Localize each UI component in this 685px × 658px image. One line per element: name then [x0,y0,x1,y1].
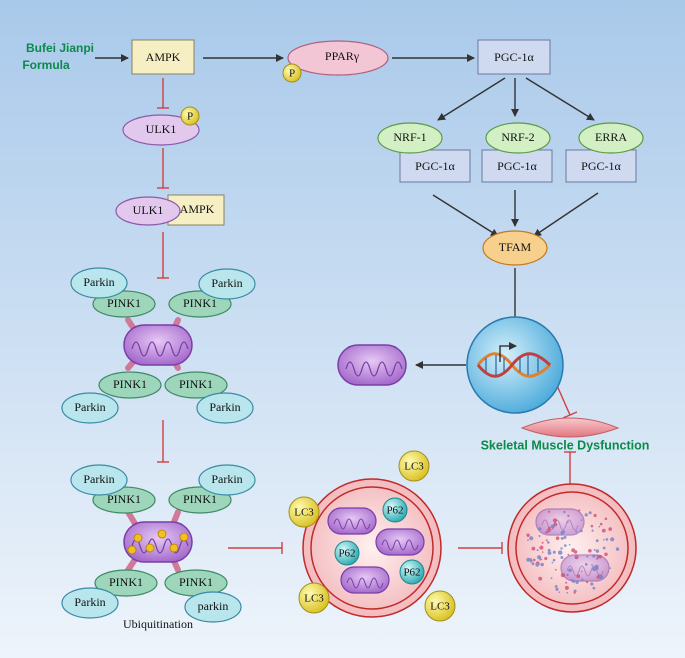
p62-label: P62 [338,548,355,560]
tfam-label: TFAM [499,240,532,254]
skeletal-muscle-label: Skeletal Muscle Dysfunction [481,438,650,452]
pink1-parkin-mito-lower: PINK1 PINK1 PINK1 PINK1 Parkin Parkin Pa… [61,464,256,631]
parkin-label: Parkin [209,400,240,414]
ubiquitination-label: Ubiquitination [123,617,193,631]
p62-label: P62 [386,505,403,517]
parkin-lower-label: parkin [198,599,229,613]
ubiquitin-dots [127,529,189,555]
pink1-label: PINK1 [107,296,141,310]
nrf2-label: NRF-2 [501,130,534,144]
ulk1-label: ULK1 [146,122,177,136]
p62-label: P62 [403,567,420,579]
nrf2-pgc-label: PGC-1α [497,159,537,173]
ampk-box: AMPK [131,39,195,75]
pgc-top-label: PGC-1α [494,50,534,64]
formula-label-line1: Bufei Jianpi [26,41,94,55]
pink1-label: PINK1 [179,377,213,391]
pgc-box-top: PGC-1α [477,39,551,75]
autophagosome: P62 P62 P62 [302,478,442,618]
skeletal-muscle: Skeletal Muscle Dysfunction [481,417,650,452]
phosphate-ulk1-label: P [187,111,193,123]
pink1-label: PINK1 [109,575,143,589]
pink1-label: PINK1 [183,296,217,310]
arrow-nrf1-tfam [432,194,499,237]
parkin-label: Parkin [83,275,114,289]
erra-label: ERRA [595,130,627,144]
phosphate-ppar-label: P [289,68,295,80]
tfam-node: TFAM [482,230,548,266]
complex-ulk1-label: ULK1 [133,203,164,217]
nrf1-pgc-label: PGC-1α [415,159,455,173]
parkin-label: Parkin [83,472,114,486]
parkin-label: Parkin [74,595,105,609]
degraded-cell [507,483,637,613]
nrf1-label: NRF-1 [393,130,426,144]
pink1-label: PINK1 [179,575,213,589]
parkin-label: Parkin [74,400,105,414]
nrf2-complex: PGC-1α NRF-2 [481,122,553,183]
ulk1-phospho-node: ULK1 P [122,106,200,146]
phosphate-ulk1 [180,106,200,126]
arrow-pgc-erra [525,77,595,121]
transcription-arrow [499,342,517,362]
parkin-label: Parkin [211,472,242,486]
mitochondrion-lower [123,521,193,563]
debris-particles [526,509,620,594]
pink1-parkin-mito-upper: PINK1 PINK1 PINK1 PINK1 Parkin Parkin Pa… [61,267,256,424]
lc3-label: LC3 [430,601,450,613]
arrow-erra-tfam [533,192,599,237]
complex-ampk-label: AMPK [180,202,215,216]
ulk1-ampk-complex: AMPK ULK1 [115,194,225,226]
lc3-label: LC3 [304,593,324,605]
nrf1-complex: PGC-1α NRF-1 [377,122,471,183]
formula-label-line2: Formula [22,58,70,72]
erra-pgc-label: PGC-1α [581,159,621,173]
ampk-label: AMPK [146,50,181,64]
lc3-molecules: LC3 LC3 LC3 LC3 [288,450,456,622]
lc3-label: LC3 [294,507,314,519]
inhibition-arrows [157,78,578,554]
ppar-label: PPARγ [325,49,360,63]
mitochondrion-upper [123,324,193,366]
arrow-pgc-nrf1 [437,77,506,121]
lc3-label: LC3 [404,461,424,473]
pink1-label: PINK1 [107,492,141,506]
ppar-node: PPARγ P [282,40,389,83]
pink1-label: PINK1 [113,377,147,391]
phosphate-ppar [282,63,302,83]
erra-complex: PGC-1α ERRA [565,122,644,183]
pink1-label: PINK1 [183,492,217,506]
nucleus [466,316,564,414]
mitochondrion-new [337,344,407,386]
parkin-label: Parkin [211,276,242,290]
